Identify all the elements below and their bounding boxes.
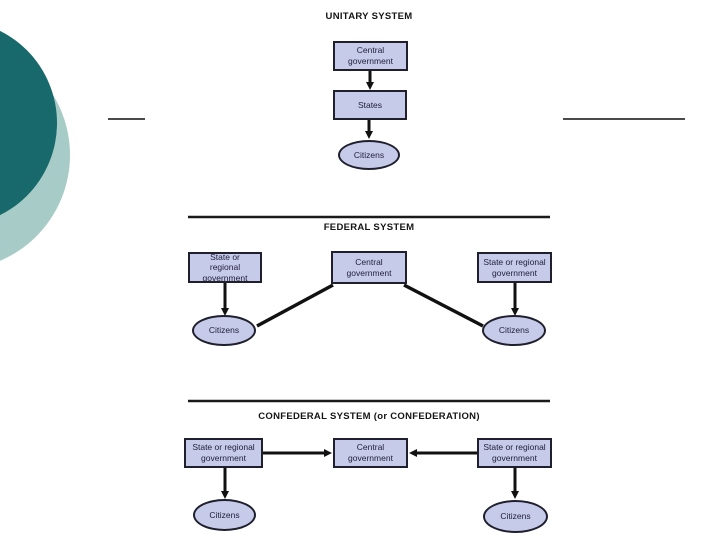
federal-section-title: FEDERAL SYSTEM [323, 222, 415, 233]
federal-right-state-box: State or regional government [477, 252, 552, 283]
confederal-right-citizens-ellipse: Citizens [483, 500, 548, 533]
slide-rule-left-segment [108, 118, 145, 120]
confederal-left-citizens-ellipse: Citizens [193, 499, 256, 531]
confederal-left-state-box: State or regional government [184, 438, 263, 468]
federal-right-citizens-ellipse: Citizens [482, 315, 546, 346]
unitary-states-box: States [333, 90, 407, 120]
confederal-section-title: CONFEDERAL SYSTEM (or CONFEDERATION) [258, 411, 480, 422]
unitary-central-government-box: Central government [333, 41, 408, 71]
unitary-citizens-ellipse: Citizens [338, 140, 400, 170]
arrow-head-down-icon [365, 131, 373, 139]
arrow-head-down-icon [221, 491, 229, 499]
federal-link-central-to-right-citizens [403, 283, 484, 328]
federal-left-state-box: State or regional government [188, 252, 262, 283]
arrow-head-down-icon [366, 82, 374, 90]
confederal-right-state-box: State or regional government [477, 438, 552, 468]
federal-central-government-box: Central government [331, 251, 407, 284]
federal-link-central-to-left-citizens [256, 283, 334, 328]
arrow-head-left-icon [409, 449, 417, 457]
slide-rule-right-segment [563, 118, 685, 120]
confederal-central-government-box: Central government [333, 438, 408, 468]
unitary-section-title: UNITARY SYSTEM [325, 11, 413, 22]
arrow-head-down-icon [511, 491, 519, 499]
arrow-head-right-icon [324, 449, 332, 457]
federal-left-citizens-ellipse: Citizens [192, 315, 256, 346]
